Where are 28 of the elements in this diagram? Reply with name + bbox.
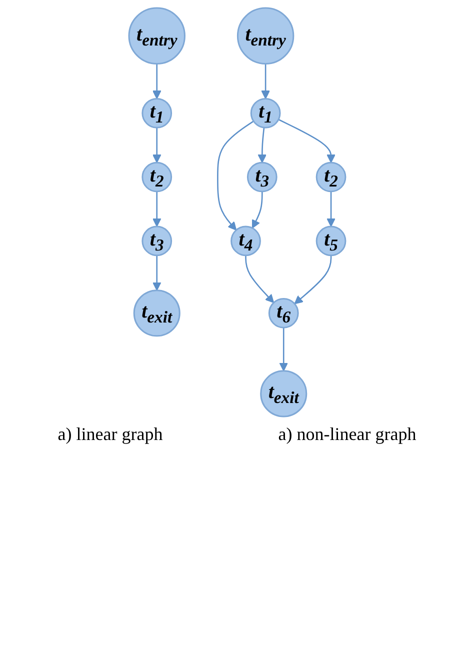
node-circle: t$_{entry}$ <box>236 7 294 64</box>
arrow <box>278 118 336 164</box>
arrow <box>326 192 336 227</box>
arrow <box>294 255 332 304</box>
arrow <box>244 255 274 304</box>
node-circle: t$_{5}$ <box>316 226 346 256</box>
arrow <box>216 120 254 230</box>
node-circle: t$_{entry}$ <box>128 7 186 64</box>
node-circle: t$_{2}$ <box>141 162 172 192</box>
node-circle: t$_{2}$ <box>316 162 346 192</box>
arrow <box>152 192 162 227</box>
arrow <box>278 328 288 372</box>
arrow <box>260 64 270 100</box>
node-circle: t$_{1}$ <box>250 98 281 128</box>
arrow <box>152 255 162 291</box>
node-circle: t$_{3}$ <box>141 226 172 256</box>
graph-caption: a) linear graph <box>58 424 163 446</box>
arrow <box>258 127 266 164</box>
arrow <box>252 192 263 228</box>
arrow <box>152 64 162 100</box>
node-circle: t$_{exit}$ <box>133 290 180 337</box>
arrow <box>152 128 162 164</box>
node-circle: t$_{3}$ <box>246 162 278 192</box>
graph-caption: a) non-linear graph <box>278 424 416 446</box>
node-circle: t$_{4}$ <box>230 226 261 256</box>
node-circle: t$_{1}$ <box>141 98 172 128</box>
node-circle: t$_{6}$ <box>268 298 299 328</box>
node-circle: t$_{exit}$ <box>260 370 307 418</box>
